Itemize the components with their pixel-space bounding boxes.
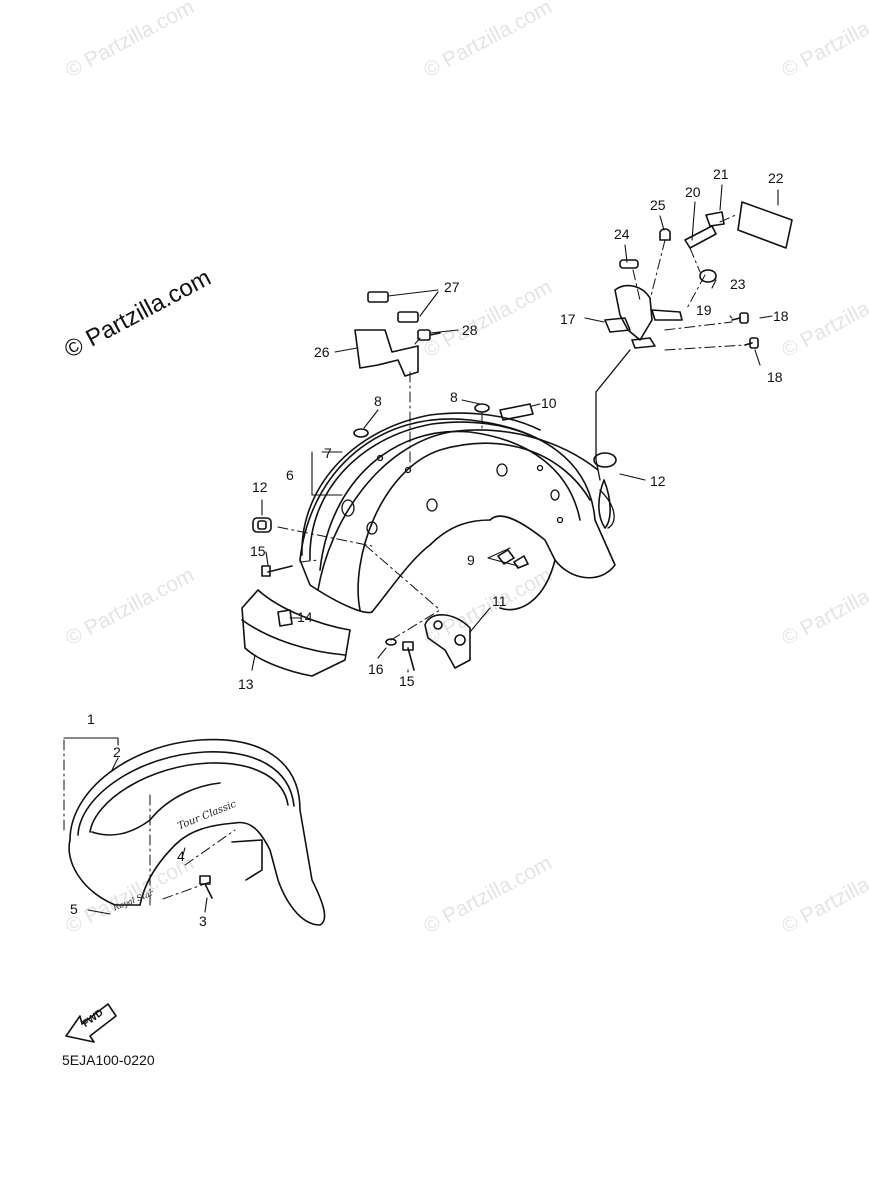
callout-22: 22	[768, 170, 784, 186]
callout-11: 11	[492, 593, 507, 609]
bolts-15	[261, 565, 415, 671]
callout-18: 18	[773, 308, 789, 324]
pad-9	[497, 549, 529, 569]
callout-20: 20	[685, 184, 701, 200]
fwd-arrow	[65, 1003, 117, 1043]
callout-15: 15	[250, 543, 266, 559]
callout-14: 14	[297, 609, 313, 625]
callout-18: 18	[767, 369, 783, 385]
front-fender	[68, 738, 326, 926]
callout-8: 8	[450, 389, 458, 405]
callout-12: 12	[650, 473, 666, 489]
callout-26: 26	[314, 344, 330, 360]
leader-lines	[251, 184, 779, 673]
callout-5: 5	[70, 901, 78, 917]
callout-21: 21	[713, 166, 729, 182]
bracket-26	[354, 291, 441, 377]
callout-1: 1	[87, 711, 95, 727]
callout-17: 17	[560, 311, 576, 327]
assembly-lines	[277, 213, 746, 641]
callout-23: 23	[730, 276, 746, 292]
bracket-11	[424, 614, 471, 669]
callout-27: 27	[444, 279, 460, 295]
diagram-code: 5EJA100-0220	[62, 1052, 155, 1068]
callout-6: 6	[286, 467, 294, 483]
nut-14	[277, 609, 293, 627]
callout-28: 28	[462, 322, 478, 338]
callout-7: 7	[324, 445, 332, 461]
callout-8: 8	[374, 393, 382, 409]
callout-13: 13	[238, 676, 254, 692]
callout-24: 24	[614, 226, 630, 242]
front-fender-assembly-lines	[63, 739, 236, 906]
callout-4: 4	[177, 848, 185, 864]
screw-3	[199, 875, 213, 899]
callout-2: 2	[113, 744, 121, 760]
callout-25: 25	[650, 197, 666, 213]
callout-3: 3	[199, 913, 207, 929]
fender-holes	[341, 454, 564, 535]
callout-9: 9	[467, 552, 475, 568]
fender-side-rails	[301, 412, 599, 591]
callout-10: 10	[541, 395, 557, 411]
bracket-17	[604, 201, 793, 349]
harness	[595, 349, 631, 529]
callout-16: 16	[368, 661, 384, 677]
front-fender-leaders	[63, 737, 208, 915]
callout-15: 15	[399, 673, 415, 689]
grommet-12	[252, 452, 617, 533]
callout-19: 19	[696, 302, 712, 318]
callout-12: 12	[252, 479, 268, 495]
plate-10	[499, 403, 534, 421]
cover-13	[241, 589, 351, 677]
